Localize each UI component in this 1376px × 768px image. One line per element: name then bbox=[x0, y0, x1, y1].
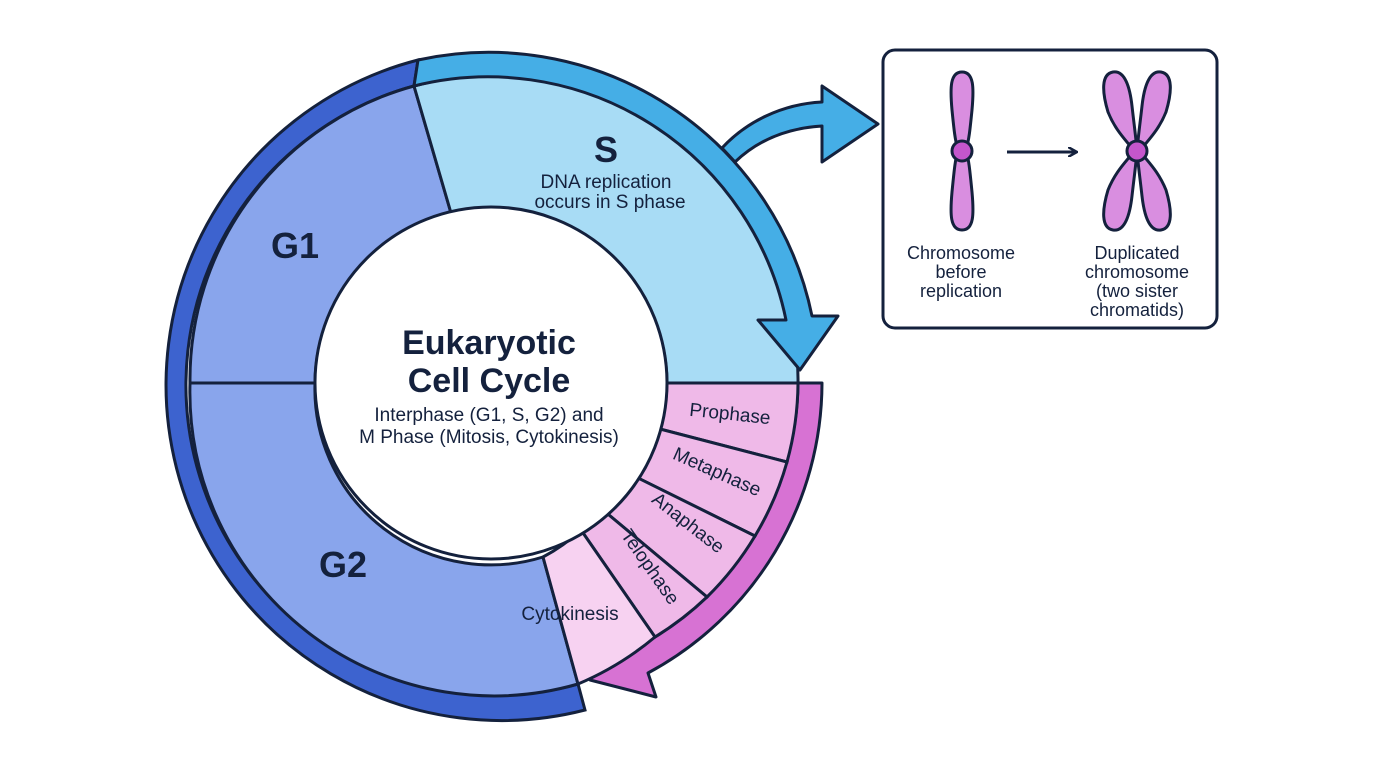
duplicated-chromosome-icon bbox=[1102, 70, 1172, 232]
s-note-line1: DNA replication bbox=[541, 172, 672, 193]
before-caption-line1: Chromosome bbox=[907, 243, 1015, 263]
g1-label: G1 bbox=[271, 225, 319, 266]
after-caption-line2: chromosome bbox=[1085, 262, 1189, 282]
center-title-line1: Eukaryotic bbox=[402, 324, 576, 362]
before-caption-line3: replication bbox=[920, 281, 1002, 301]
cytokinesis-label: Cytokinesis bbox=[521, 604, 618, 625]
interphase-outer-ring bbox=[164, 57, 587, 723]
s-arrow-band bbox=[412, 50, 840, 372]
before-caption-line2: before bbox=[935, 262, 986, 282]
s-label: S bbox=[594, 129, 618, 170]
center-circle bbox=[313, 205, 669, 561]
after-caption-line1: Duplicated bbox=[1094, 243, 1179, 263]
g2-sector[interactable] bbox=[188, 381, 580, 698]
center-subtitle-line2: M Phase (Mitosis, Cytokinesis) bbox=[359, 427, 619, 448]
center-title-line2: Cell Cycle bbox=[408, 362, 571, 400]
after-caption-line3: (two sister bbox=[1096, 281, 1178, 301]
chromosome-icon bbox=[949, 70, 975, 232]
after-caption-line4: chromatids) bbox=[1090, 300, 1184, 320]
g2-label: G2 bbox=[319, 544, 367, 585]
s-note-line2: occurs in S phase bbox=[534, 192, 685, 213]
center-subtitle-line1: Interphase (G1, S, G2) and bbox=[374, 405, 603, 426]
s-to-inset-arrow bbox=[720, 84, 880, 164]
